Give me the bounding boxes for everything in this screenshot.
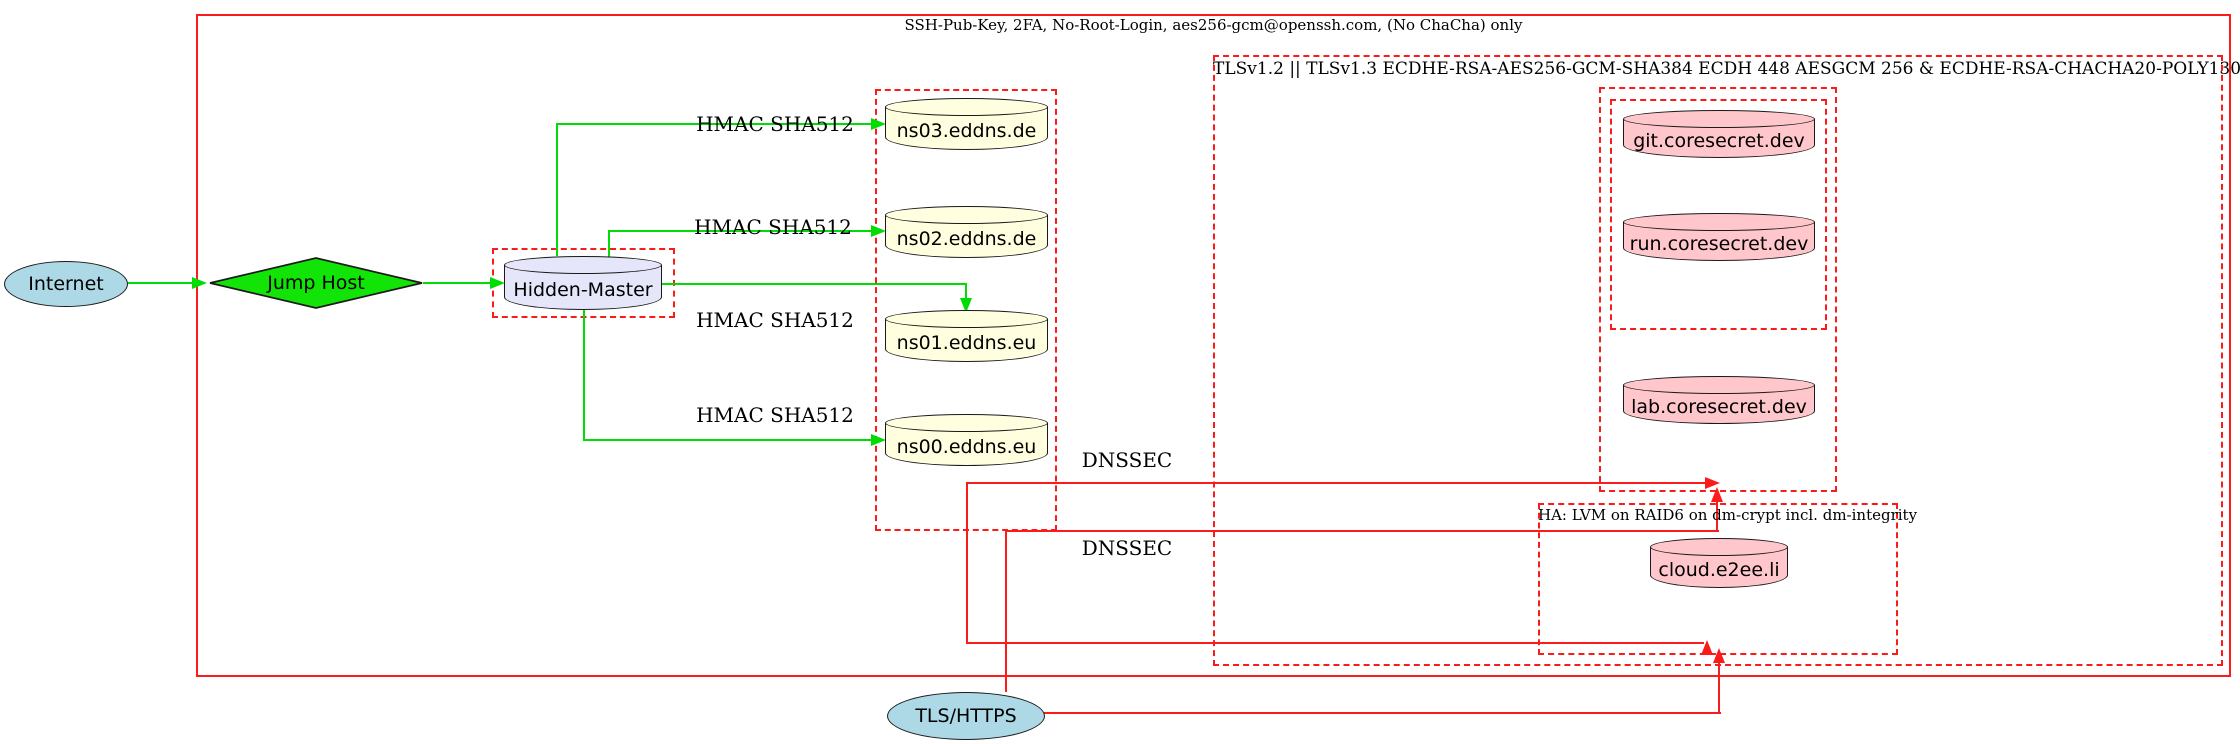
edge-hiddenmaster-ns01-hline bbox=[662, 283, 967, 285]
edge-hiddenmaster-ns02-hline bbox=[608, 230, 874, 232]
node-jump-host: Jump Host bbox=[209, 257, 423, 309]
edge-dnssec-coresecret-hline bbox=[966, 482, 1708, 484]
edge-jumphost-hiddenmaster-line bbox=[423, 282, 491, 284]
cluster-coresecret-inner-box bbox=[1610, 99, 1827, 330]
edge-jumphost-hiddenmaster-arrowhead bbox=[490, 277, 505, 289]
edge-label-hmac-ns02: HMAC SHA512 bbox=[694, 215, 852, 239]
cylinder-cap bbox=[1623, 376, 1815, 394]
edge-label-dnssec-bottom: DNSSEC bbox=[1081, 536, 1173, 560]
node-lab-coresecret: lab.coresecret.dev bbox=[1623, 376, 1815, 424]
node-ns00: ns00.eddns.eu bbox=[885, 414, 1048, 466]
node-jump-host-label: Jump Host bbox=[267, 272, 365, 294]
node-ns02: ns02.eddns.de bbox=[885, 206, 1048, 258]
edge-internet-jumphost-arrowhead bbox=[192, 277, 207, 289]
node-lab-coresecret-label: lab.coresecret.dev bbox=[1631, 395, 1807, 418]
edge-internet-jumphost-line bbox=[128, 282, 196, 284]
cylinder-cap bbox=[885, 414, 1048, 432]
cluster-ssh-label: SSH-Pub-Key, 2FA, No-Root-Login, aes256-… bbox=[904, 16, 1523, 34]
node-ns03: ns03.eddns.de bbox=[885, 98, 1048, 150]
edge-tls-coresecret-vline2 bbox=[1716, 500, 1718, 532]
node-tls-https-label: TLS/HTTPS bbox=[915, 705, 1017, 727]
node-hidden-master: Hidden-Master bbox=[504, 256, 662, 310]
edge-tls-ha-hline bbox=[1044, 712, 1721, 714]
cylinder-cap bbox=[885, 310, 1048, 328]
diamond-shape bbox=[209, 257, 423, 309]
edge-hiddenmaster-ns03-vline bbox=[556, 124, 558, 256]
edge-tls-coresecret-vline1 bbox=[1005, 531, 1007, 692]
edge-hiddenmaster-ns00-hline bbox=[583, 439, 874, 441]
node-internet: Internet bbox=[4, 261, 128, 307]
edge-hiddenmaster-ns03-arrowhead bbox=[871, 118, 886, 130]
edge-label-dnssec-top: DNSSEC bbox=[1081, 448, 1173, 472]
edge-label-hmac-ns03: HMAC SHA512 bbox=[696, 112, 854, 136]
edge-tls-coresecret-arrowhead bbox=[1711, 487, 1723, 502]
node-ns02-label: ns02.eddns.de bbox=[896, 227, 1037, 250]
node-git-coresecret-label: git.coresecret.dev bbox=[1633, 129, 1805, 152]
cylinder-cap bbox=[1623, 213, 1815, 231]
edge-hiddenmaster-ns02-vline bbox=[608, 231, 610, 257]
edge-hiddenmaster-ns00-arrowhead bbox=[871, 434, 886, 446]
node-cloud-e2ee-label: cloud.e2ee.li bbox=[1658, 558, 1780, 581]
edge-hiddenmaster-ns01-vline bbox=[965, 283, 967, 300]
edge-tls-ha-vline bbox=[1718, 660, 1720, 714]
cylinder-cap bbox=[504, 256, 662, 274]
node-run-coresecret-label: run.coresecret.dev bbox=[1629, 232, 1809, 255]
node-internet-label: Internet bbox=[28, 273, 104, 295]
edge-tls-ha-arrowhead bbox=[1713, 648, 1725, 663]
edge-label-hmac-ns01: HMAC SHA512 bbox=[696, 308, 854, 332]
node-run-coresecret: run.coresecret.dev bbox=[1623, 213, 1815, 261]
edge-dnssec-ha-arrowhead bbox=[1701, 640, 1713, 655]
node-cloud-e2ee: cloud.e2ee.li bbox=[1650, 538, 1788, 588]
cluster-ha-label: HA: LVM on RAID6 on dm-crypt incl. dm-in… bbox=[1538, 506, 1918, 524]
edge-tls-coresecret-hline bbox=[1005, 530, 1719, 532]
cylinder-cap bbox=[885, 206, 1048, 224]
edge-dnssec-ha-hline bbox=[966, 642, 1704, 644]
node-git-coresecret: git.coresecret.dev bbox=[1623, 110, 1815, 158]
edge-hiddenmaster-ns03-hline bbox=[556, 123, 874, 125]
node-hidden-master-label: Hidden-Master bbox=[513, 278, 653, 301]
node-ns01-label: ns01.eddns.eu bbox=[896, 331, 1037, 354]
cluster-tls-label: TLSv1.2 || TLSv1.3 ECDHE-RSA-AES256-GCM-… bbox=[1213, 59, 2240, 79]
cylinder-cap bbox=[1650, 538, 1788, 556]
edge-hiddenmaster-ns00-vline bbox=[583, 310, 585, 441]
edge-label-hmac-ns00: HMAC SHA512 bbox=[696, 403, 854, 427]
node-ns01: ns01.eddns.eu bbox=[885, 310, 1048, 362]
edge-hiddenmaster-ns02-arrowhead bbox=[871, 225, 886, 237]
node-ns03-label: ns03.eddns.de bbox=[896, 119, 1037, 142]
cylinder-cap bbox=[885, 98, 1048, 116]
cluster-ssh-box bbox=[196, 14, 2231, 677]
edge-dnssec-shared-vline bbox=[966, 483, 968, 644]
edge-dnssec-coresecret-arrowhead bbox=[1705, 477, 1720, 489]
node-tls-https: TLS/HTTPS bbox=[887, 692, 1045, 740]
node-ns00-label: ns00.eddns.eu bbox=[896, 435, 1037, 458]
cylinder-cap bbox=[1623, 110, 1815, 128]
